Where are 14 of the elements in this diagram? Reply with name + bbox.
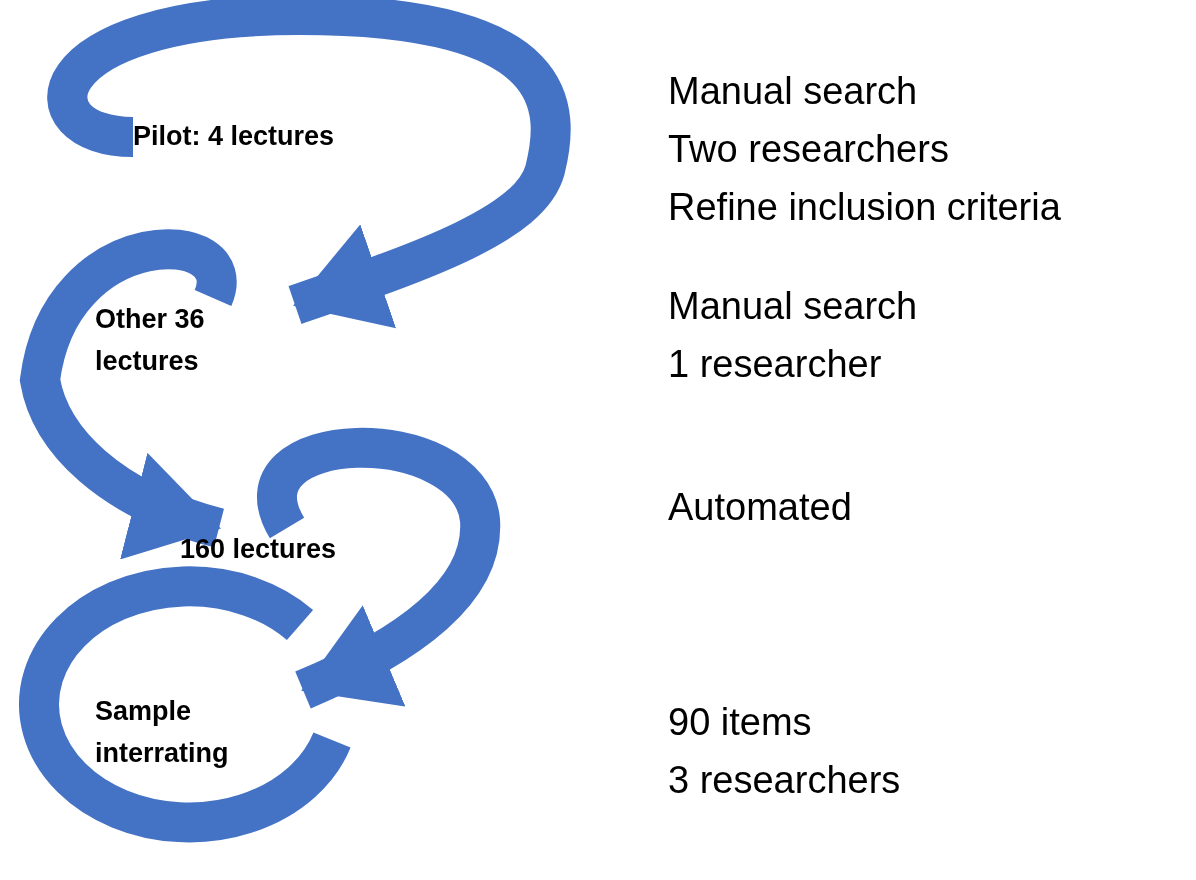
stage-label: Sample interrating xyxy=(95,695,230,770)
note-text: 1 researcher xyxy=(668,342,883,387)
note-text: 3 researchers xyxy=(668,758,901,803)
note-text: Two researchers xyxy=(668,127,950,172)
note-text: Refine inclusion criteria xyxy=(668,185,1061,230)
stage-label: Pilot: 4 lectures xyxy=(133,120,336,153)
note-text: Manual search xyxy=(668,69,919,114)
curved-arrow xyxy=(48,0,571,329)
note-text: 90 items xyxy=(668,700,813,745)
note-text: Automated xyxy=(668,485,852,530)
stage-label: Other 36 lectures xyxy=(95,303,206,378)
curved-arrow xyxy=(20,229,237,557)
stage-label: 160 lectures xyxy=(180,533,338,566)
note-text: Manual search xyxy=(668,284,918,329)
